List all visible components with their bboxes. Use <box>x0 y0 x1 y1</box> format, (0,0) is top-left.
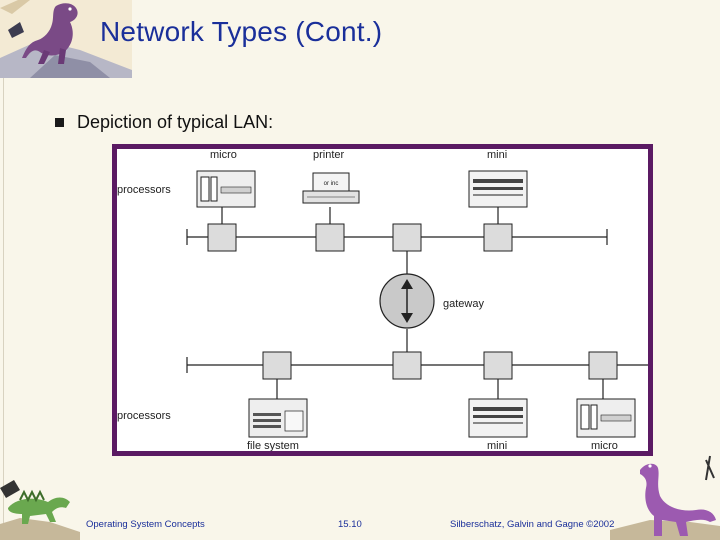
transceiver-box <box>262 351 292 380</box>
dinosaur-decoration-bottom-left <box>0 480 80 540</box>
label-mini-top: mini <box>487 149 507 161</box>
dinosaur-decoration-bottom-right <box>610 455 720 540</box>
label-gateway: gateway <box>443 298 484 310</box>
micro-computer-icon <box>576 398 636 438</box>
transceiver-box <box>392 223 422 252</box>
footer-authors: Silberschatz, Galvin and Gagne ©2002 <box>450 519 615 530</box>
printer-inner-label: or inc <box>324 181 339 187</box>
slide-title: Network Types (Cont.) <box>100 16 383 47</box>
transceiver-box <box>392 351 422 380</box>
bullet-text: Depiction of typical LAN: <box>77 112 274 132</box>
label-file-system: file system <box>247 440 299 451</box>
slide-frame <box>3 3 717 537</box>
lan-diagram: micro printer mini processors gateway pr… <box>112 144 653 456</box>
bullet-square-icon <box>55 118 64 127</box>
label-processors-bottom: processors <box>117 410 171 422</box>
label-printer: printer <box>313 149 345 161</box>
printer-icon: or inc <box>302 172 360 204</box>
label-micro-bottom: micro <box>591 440 618 451</box>
transceiver-box <box>588 351 618 380</box>
lan-diagram-svg: micro printer mini processors gateway pr… <box>117 149 648 451</box>
footer-page-number: 15.10 <box>338 519 362 530</box>
gateway-icon <box>379 273 435 329</box>
transceiver-box <box>315 223 345 252</box>
minicomputer-icon <box>468 398 528 438</box>
label-mini-bottom: mini <box>487 440 507 451</box>
file-system-icon <box>248 398 308 438</box>
dinosaur-logo-top-left <box>0 0 132 78</box>
footer-course: Operating System Concepts <box>86 519 205 530</box>
minicomputer-icon <box>468 170 528 208</box>
micro-computer-icon <box>196 170 256 208</box>
label-processors-top: processors <box>117 184 171 196</box>
bullet-item: Depiction of typical LAN: <box>55 112 273 133</box>
transceiver-box <box>207 223 237 252</box>
transceiver-box <box>483 351 513 380</box>
transceiver-box <box>483 223 513 252</box>
label-micro-top: micro <box>210 149 237 161</box>
